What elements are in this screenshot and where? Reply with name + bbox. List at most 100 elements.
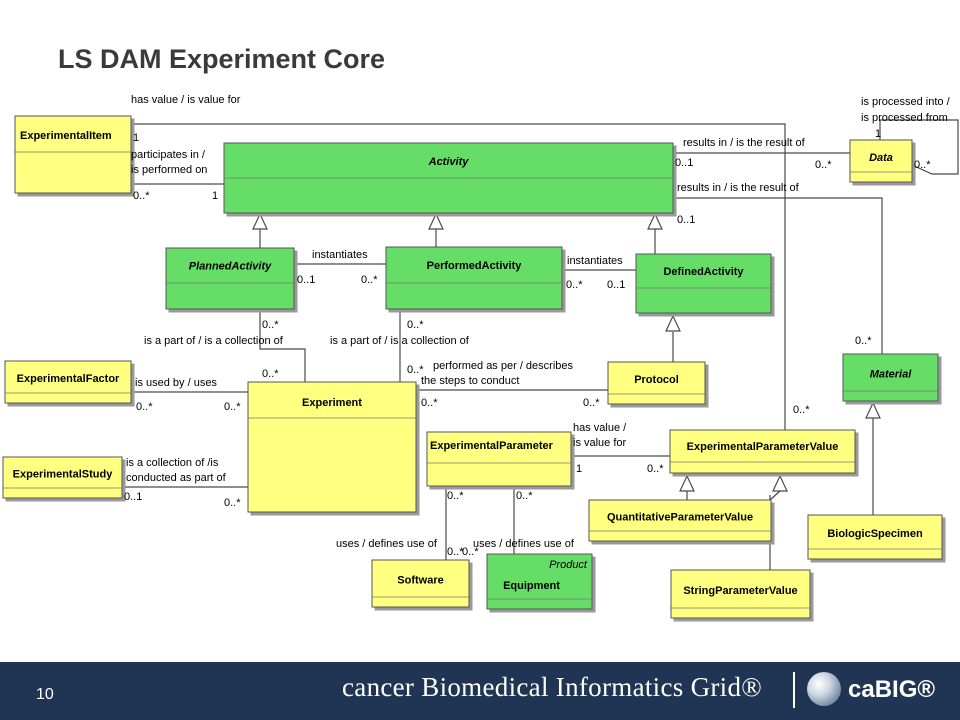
mult-value-param: 0..* (647, 463, 664, 475)
mult-equipment-param: 0..* (462, 546, 479, 558)
globe-logo-icon (807, 672, 841, 706)
mult-software-param: 0..* (447, 546, 464, 558)
arrowhead-protocol (665, 314, 681, 332)
label-collection-of-is: is a collection of /is (126, 457, 219, 469)
mult-param-software: 0..* (447, 490, 464, 502)
class-name: PerformedActivity (427, 260, 523, 272)
arrowhead-quantitative (679, 474, 695, 492)
class-name: PlannedActivity (189, 261, 272, 273)
class-name: ExperimentalParameterValue (687, 441, 839, 453)
class-box (2, 456, 123, 499)
class-name: Activity (428, 156, 470, 168)
class-material: Material (842, 353, 939, 402)
mult-data-activity: 0..* (815, 159, 832, 171)
class-name: ExperimentalParameter (430, 440, 554, 452)
class-name: ExperimentalStudy (13, 469, 114, 481)
mult-item-top: 1 (133, 132, 139, 144)
label-has-value-param: has value / (573, 422, 627, 434)
mult-activity-material: 0..1 (677, 214, 695, 226)
edge-has-value-item (131, 123, 786, 430)
mult-factor-experiment: 0..* (136, 401, 153, 413)
label-used-by: is used by / uses (135, 377, 217, 389)
label-is-value-for: is value for (573, 437, 627, 449)
mult-defined-instantiates: 0..1 (607, 279, 625, 291)
class-box (371, 559, 470, 608)
class-data: Data (849, 139, 913, 183)
class-box (165, 247, 295, 310)
class-name: Equipment (503, 580, 560, 592)
label-part-of-performed: is a part of / is a collection of (330, 335, 470, 347)
class-performed-activity: PerformedActivity (385, 246, 563, 310)
mult-param-equipment: 0..* (516, 490, 533, 502)
class-experimental-item: ExperimentalItem (14, 115, 132, 194)
class-box (607, 361, 706, 405)
class-box (385, 246, 563, 310)
class-name: QuantitativeParameterValue (607, 512, 753, 524)
label-steps-to-conduct: the steps to conduct (421, 375, 519, 387)
class-experiment: Experiment (247, 381, 417, 513)
label-participates-in: participates in / (131, 149, 206, 161)
class-name: Data (869, 152, 893, 164)
mult-experiment-factor: 0..* (224, 401, 241, 413)
class-name: ExperimentalFactor (17, 373, 120, 385)
class-stereotype: Product (549, 559, 588, 571)
class-box (807, 514, 943, 560)
label-part-of-planned: is a part of / is a collection of (144, 335, 284, 347)
mult-material-activity: 0..* (855, 335, 872, 347)
mult-activity-item: 1 (212, 190, 218, 202)
mult-data-self-side: 0..* (914, 159, 931, 171)
multiplicity-labels: 1 0..* 1 1 0..* 0..1 0..* 0..1 0..1 0..*… (124, 128, 931, 558)
class-defined-activity: DefinedActivity (635, 253, 772, 314)
mult-item-activity: 0..* (133, 190, 150, 202)
class-box (426, 431, 572, 487)
class-box (14, 115, 132, 194)
class-protocol: Protocol (607, 361, 706, 405)
class-activity: Activity (223, 142, 674, 214)
mult-param-value: 1 (576, 463, 582, 475)
arrowhead-material (865, 401, 881, 419)
mult-experiment-part-performed: 0..* (407, 364, 424, 376)
footer-bar: 10 cancer Biomedical Informatics Grid® c… (0, 662, 960, 720)
class-name: Protocol (634, 374, 679, 386)
mult-experiment-protocol: 0..* (421, 397, 438, 409)
page-number: 10 (36, 686, 54, 703)
class-biologic-specimen: BiologicSpecimen (807, 514, 943, 560)
class-box (588, 499, 772, 542)
mult-performed-instantiates: 0..* (361, 274, 378, 286)
class-name: ExperimentalItem (20, 130, 112, 142)
mult-protocol-experiment: 0..* (583, 397, 600, 409)
class-name: Material (870, 369, 913, 381)
label-instantiates-2: instantiates (567, 255, 623, 267)
class-box (247, 381, 417, 513)
mult-activity-data: 0..1 (675, 157, 693, 169)
class-box (670, 569, 811, 619)
class-string-parameter-value: StringParameterValue (670, 569, 811, 619)
edge-data-self (879, 119, 959, 175)
cabig-logo: caBIG® (848, 676, 936, 703)
class-name: Experiment (302, 397, 362, 409)
mult-performed-instantiates-2: 0..* (566, 279, 583, 291)
gen-string-join (769, 490, 781, 501)
class-name: BiologicSpecimen (827, 528, 923, 540)
footer-org-name: cancer Biomedical Informatics Grid® (342, 672, 763, 702)
page-title: LS DAM Experiment Core (58, 44, 386, 74)
class-experimental-factor: ExperimentalFactor (4, 360, 132, 404)
label-uses-equipment: uses / defines use of (473, 538, 575, 550)
footer-separator (793, 672, 795, 708)
class-box (669, 429, 856, 474)
mult-value-item: 0..* (793, 404, 810, 416)
class-name: StringParameterValue (683, 585, 797, 597)
class-box (486, 553, 593, 610)
mult-planned-instantiates: 0..1 (297, 274, 315, 286)
label-results-in-data: results in / is the result of (683, 137, 806, 149)
mult-study-experiment: 0..1 (124, 491, 142, 503)
label-instantiates-1: instantiates (312, 249, 368, 261)
edge-results-in-material (673, 197, 883, 354)
label-performed-as-per: performed as per / describes (433, 360, 574, 372)
edge-part-of-planned (259, 309, 306, 382)
class-experimental-parameter: ExperimentalParameter (426, 431, 572, 487)
label-conducted-as-part: conducted as part of (126, 472, 227, 484)
label-has-value-item: has value / is value for (131, 94, 241, 106)
class-name: Software (397, 575, 443, 587)
